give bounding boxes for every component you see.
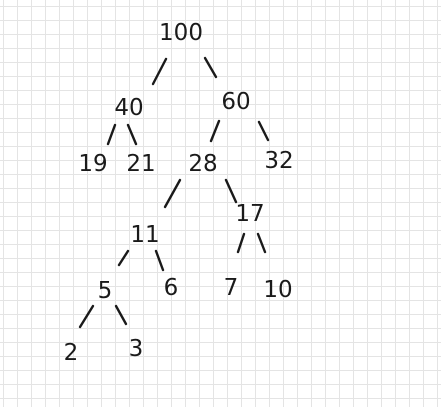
- node-19: 19: [78, 151, 107, 177]
- edge-17-to-10: [256, 232, 267, 254]
- edge-11-to-6: [154, 249, 165, 272]
- node-21: 21: [126, 151, 155, 177]
- node-2: 2: [64, 340, 79, 366]
- tree-edges: [78, 56, 270, 329]
- node-60: 60: [221, 89, 250, 115]
- node-100: 100: [159, 20, 203, 46]
- node-28: 28: [188, 151, 217, 177]
- edge-28-to-11: [163, 178, 182, 209]
- edge-5-to-2: [78, 304, 95, 329]
- node-6: 6: [164, 275, 179, 301]
- edge-60-to-28: [209, 119, 221, 143]
- node-17: 17: [235, 201, 264, 227]
- node-7: 7: [224, 275, 239, 301]
- edge-11-to-5: [117, 249, 130, 267]
- edge-60-to-32: [257, 120, 270, 142]
- node-11: 11: [130, 222, 159, 248]
- edge-17-to-7: [236, 232, 246, 254]
- node-10: 10: [263, 277, 292, 303]
- tree-nodes: 100 40 60 19 21 28 32 11 17 5 6 7 10 2 3: [64, 20, 294, 366]
- node-3: 3: [129, 336, 144, 362]
- edge-100-to-40: [151, 57, 168, 86]
- edge-40-to-19: [106, 123, 117, 146]
- node-40: 40: [114, 95, 143, 121]
- edge-28-to-17: [224, 178, 238, 204]
- edge-40-to-21: [126, 123, 138, 146]
- node-5: 5: [98, 278, 113, 304]
- edge-100-to-60: [203, 56, 218, 79]
- edge-5-to-3: [114, 304, 128, 326]
- node-32: 32: [264, 148, 293, 174]
